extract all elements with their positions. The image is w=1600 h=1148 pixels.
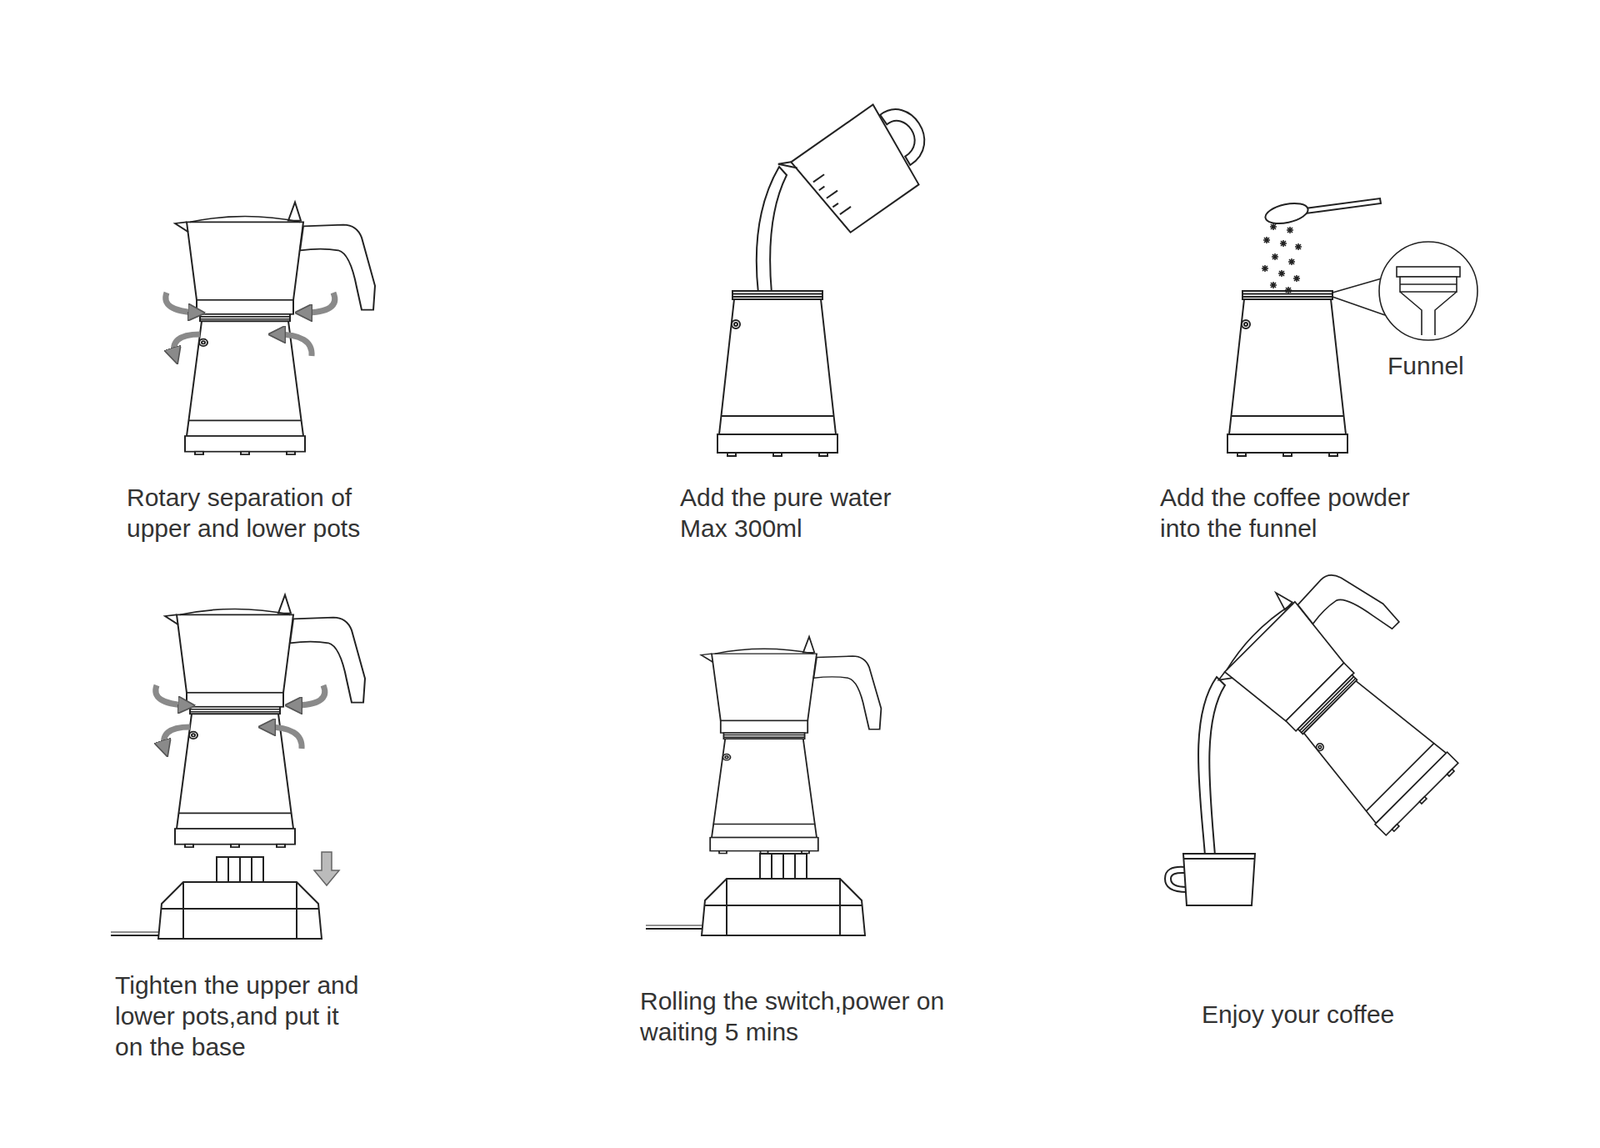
coffee-grounds [1261,223,1302,294]
moka-pot [165,595,365,848]
step-caption: Rotary separation of upper and lower pot… [126,481,394,544]
power-cord [110,931,159,933]
step-caption: Add the pure water Max 300ml [680,481,918,544]
coffee-scoop [1263,198,1381,227]
power-base [158,856,322,939]
step-caption: Tighten the upper and lower pots,and put… [115,969,366,1062]
rotation-arrows [155,685,325,749]
moka-pot [175,202,375,455]
down-arrow [314,851,340,885]
measuring-jug [778,84,948,244]
step-caption: Add the coffee powder into the funnel [1160,481,1431,544]
lower-pot [1227,290,1348,456]
coffee-stream [1198,676,1225,855]
power-cord [645,925,702,926]
step-caption: Rolling the switch,power on waiting 5 mi… [640,985,974,1047]
water-stream [756,166,787,294]
moka-pot [1203,544,1502,843]
power-base [701,853,865,935]
power-cord [645,927,702,930]
funnel-callout [1332,241,1478,340]
lower-pot [717,290,838,456]
step-caption: Enjoy your coffee [1201,998,1395,1030]
moka-pot [700,636,881,854]
callout-label: Funnel [1387,350,1465,381]
rotation-arrows [165,292,335,356]
coffee-cup [1165,853,1255,905]
power-cord [110,934,159,936]
